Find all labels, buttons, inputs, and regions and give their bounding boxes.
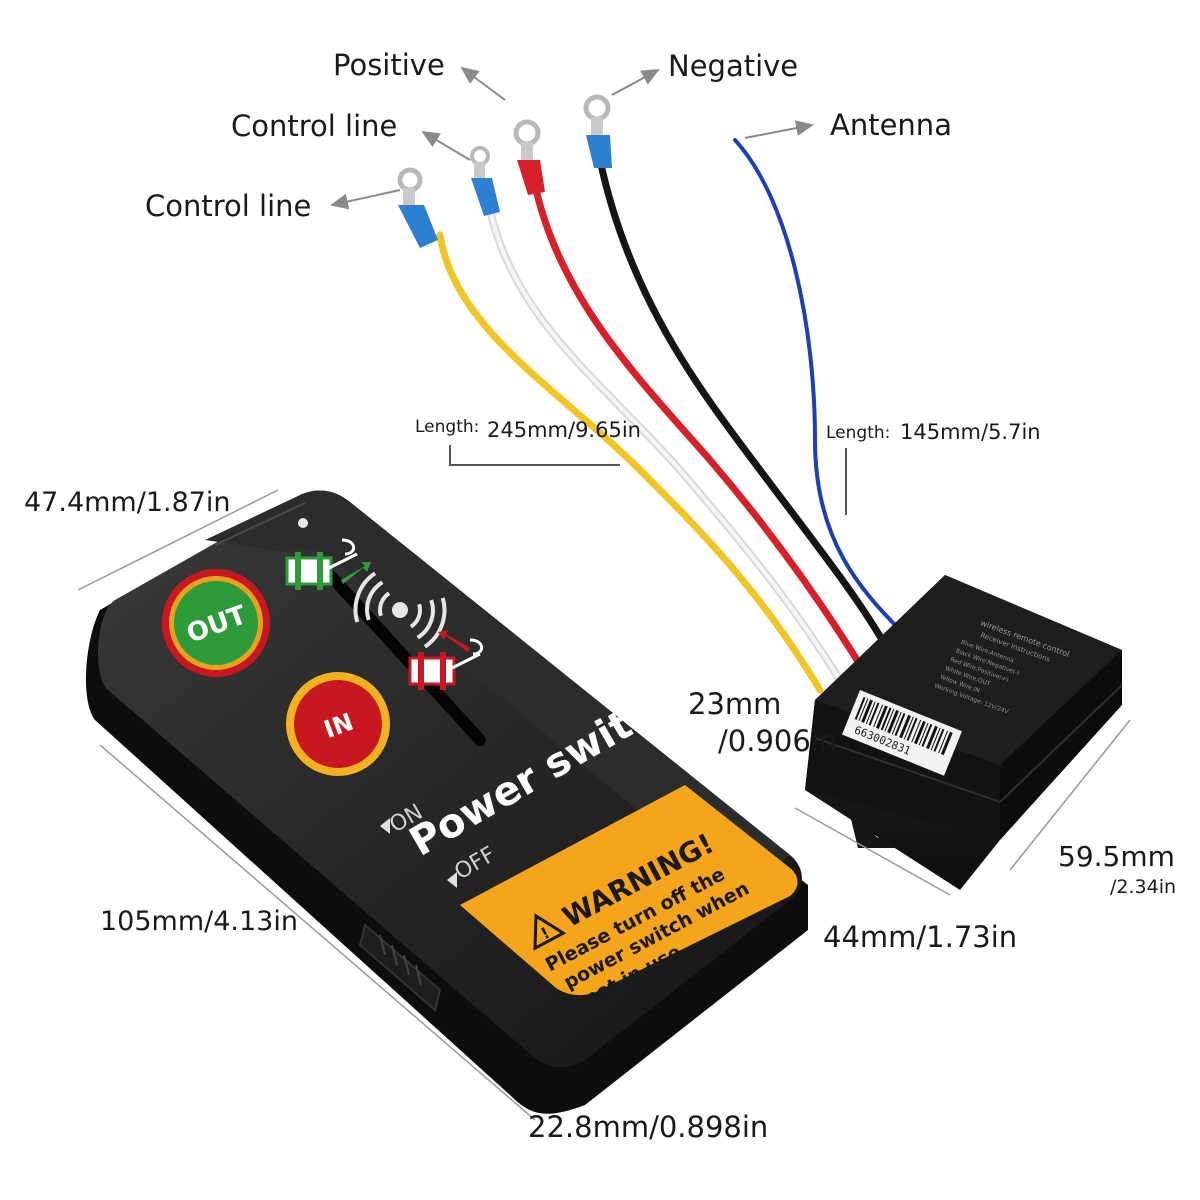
warning-panel: ! WARNING! Please turn off the power swi… — [460, 785, 798, 1010]
indicator-led-icon — [298, 518, 308, 528]
wire-black — [596, 156, 892, 654]
wire-red — [531, 181, 866, 672]
label-negative: Negative — [668, 49, 798, 83]
dim-remote-width: 47.4mm/1.87in — [24, 487, 231, 518]
ring-terminal-negative — [583, 94, 612, 168]
length-prefix-antenna: Length: — [826, 423, 890, 443]
ring-terminal-control-2 — [470, 146, 500, 216]
length-callout-wires: Length: 245mm/9.65in — [415, 417, 641, 466]
terminals — [397, 94, 612, 248]
power-slide-switch[interactable] — [358, 923, 442, 1012]
ring-terminal-control-1 — [397, 167, 438, 248]
winch-in-icon — [408, 630, 484, 690]
length-value-wires: 245mm/9.65in — [487, 418, 641, 442]
winch-out-icon — [285, 538, 371, 590]
length-prefix-wires: Length: — [415, 417, 479, 437]
label-antenna: Antenna — [830, 108, 952, 142]
remote-control: OUT IN Power switch ON OFF ! WARNING! Pl… — [85, 490, 808, 1114]
dim-remote-thickness: 22.8mm/0.898in — [528, 1110, 768, 1144]
dim-remote-length: 105mm/4.13in — [100, 906, 298, 937]
wire-white — [486, 206, 844, 684]
on-arrow-icon — [380, 818, 390, 834]
ring-terminal-positive — [513, 119, 545, 195]
length-value-antenna: 145mm/5.7in — [900, 420, 1041, 444]
dim-receiver-length-1: 59.5mm — [1058, 840, 1175, 873]
warning-triangle-icon — [533, 913, 567, 951]
dim-receiver-height-2: /0.906in — [718, 724, 837, 758]
wire-yellow — [436, 231, 824, 694]
barcode-icon — [854, 696, 953, 756]
label-positive: Positive — [333, 48, 445, 82]
dim-receiver-width: 44mm/1.73in — [823, 920, 1017, 954]
wire-blue-antenna — [733, 138, 907, 637]
receiver-box: wireless remote control Receiver Instruc… — [805, 575, 1123, 890]
dim-receiver-length-2: /2.34in — [1110, 876, 1176, 898]
label-control-line-2: Control line — [231, 109, 397, 143]
out-button[interactable]: OUT — [162, 569, 270, 677]
label-arrows — [330, 66, 814, 210]
label-control-line-1: Control line — [145, 189, 311, 223]
dimension-lines — [77, 489, 1131, 1121]
dim-receiver-height-1: 23mm — [688, 687, 781, 721]
in-button[interactable]: IN — [286, 672, 390, 776]
length-callout-antenna: Length: 145mm/5.7in — [826, 420, 1041, 515]
wire-bundle — [436, 138, 907, 694]
off-arrow-icon — [447, 872, 457, 888]
